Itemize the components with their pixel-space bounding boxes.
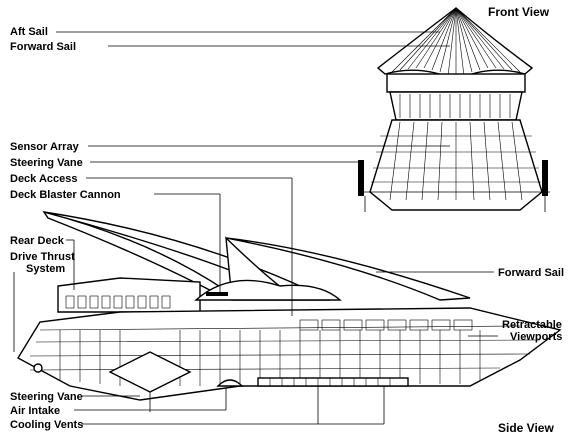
label-forward-sail-side: Forward Sail xyxy=(498,267,564,279)
label-steering-vane-front: Steering Vane xyxy=(10,157,83,169)
leader-lines xyxy=(13,31,498,425)
side-view-drawing xyxy=(17,210,562,425)
label-drive-thrust-line1: Drive Thrust xyxy=(10,251,75,263)
label-aft-sail: Aft Sail xyxy=(10,26,48,38)
front-view-drawing xyxy=(358,7,550,212)
front-view-title: Front View xyxy=(488,5,550,19)
label-deck-access: Deck Access xyxy=(10,173,77,185)
label-air-intake: Air Intake xyxy=(10,405,60,417)
label-rear-deck: Rear Deck xyxy=(10,235,65,247)
label-retractable-line2: Viewports xyxy=(510,331,562,343)
label-sensor-array: Sensor Array xyxy=(10,141,80,153)
label-drive-thrust-line2: System xyxy=(26,263,65,275)
side-view-title: Side View xyxy=(498,421,554,435)
label-deck-blaster-cannon: Deck Blaster Cannon xyxy=(10,189,121,201)
label-cooling-vents: Cooling Vents xyxy=(10,419,83,431)
label-retractable-line1: Retractable xyxy=(502,319,562,331)
label-forward-sail-front: Forward Sail xyxy=(10,41,76,53)
label-steering-vane-side: Steering Vane xyxy=(10,391,83,403)
